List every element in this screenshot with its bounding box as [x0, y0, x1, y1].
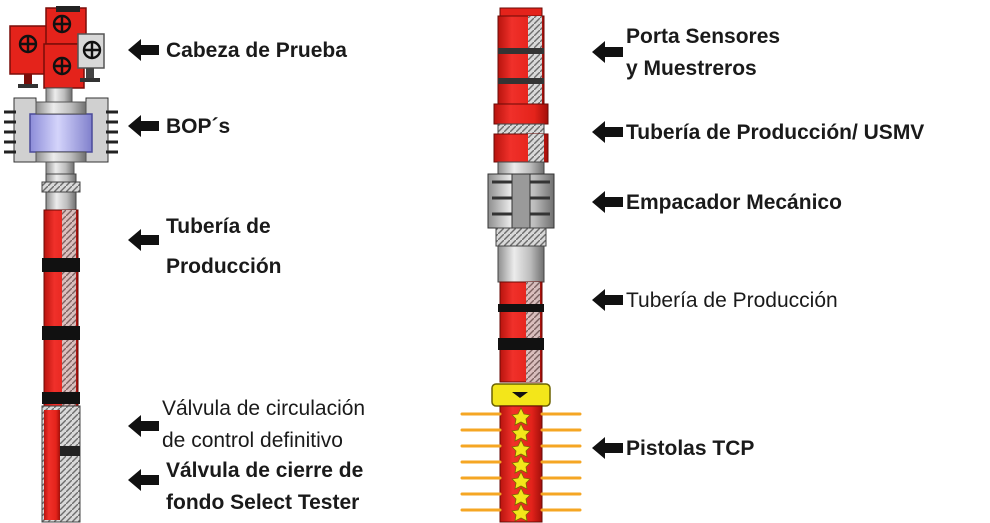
label-tuberia-produccion-usmv: Tubería de Producción/ USMV — [626, 121, 925, 144]
bop-stack-icon — [4, 87, 118, 175]
label-empacador-mecanico: Empacador Mecánico — [626, 191, 842, 214]
label-porta-sensores-line1: Porta Sensores — [626, 25, 781, 48]
left-pointing-arrow-icon — [128, 469, 159, 491]
label-valvula-cierre-line2: fondo Select Tester — [166, 491, 360, 514]
label-valvula-circulacion-line2: de control definitivo — [162, 429, 343, 452]
label-valvula-circulacion-line1: Válvula de circulación — [162, 397, 366, 420]
mechanical-packer-icon — [487, 161, 555, 283]
label-bops: BOP´s — [166, 115, 231, 138]
production-tubing-usmv — [493, 103, 549, 163]
left-pointing-arrow-icon — [592, 191, 623, 213]
label-valvula-cierre-line1: Válvula de cierre de — [166, 459, 364, 482]
left-pointing-arrow-icon — [128, 415, 159, 437]
left-pointing-arrow-icon — [592, 289, 623, 311]
left-production-tubing — [41, 173, 81, 523]
test-head-valve-icon — [9, 6, 105, 89]
label-porta-sensores-line2: y Muestreros — [626, 57, 757, 80]
sensor-carrier — [497, 7, 545, 105]
label-cabeza-de-prueba: Cabeza de Prueba — [166, 39, 347, 62]
tcp-gun-icon — [460, 383, 582, 523]
label-tuberia-produccion-left-line1: Tubería de — [166, 215, 271, 238]
label-pistolas-tcp: Pistolas TCP — [626, 437, 755, 460]
left-pointing-arrow-icon — [592, 437, 623, 459]
left-pointing-arrow-icon — [128, 115, 159, 137]
left-pointing-arrow-icon — [128, 229, 159, 251]
right-production-tubing — [498, 281, 544, 383]
label-tuberia-produccion-right: Tubería de Producción — [626, 289, 838, 312]
left-pointing-arrow-icon — [592, 41, 623, 63]
left-pointing-arrow-icon — [592, 121, 623, 143]
label-tuberia-produccion-left-line2: Producción — [166, 255, 282, 278]
left-pointing-arrow-icon — [128, 39, 159, 61]
